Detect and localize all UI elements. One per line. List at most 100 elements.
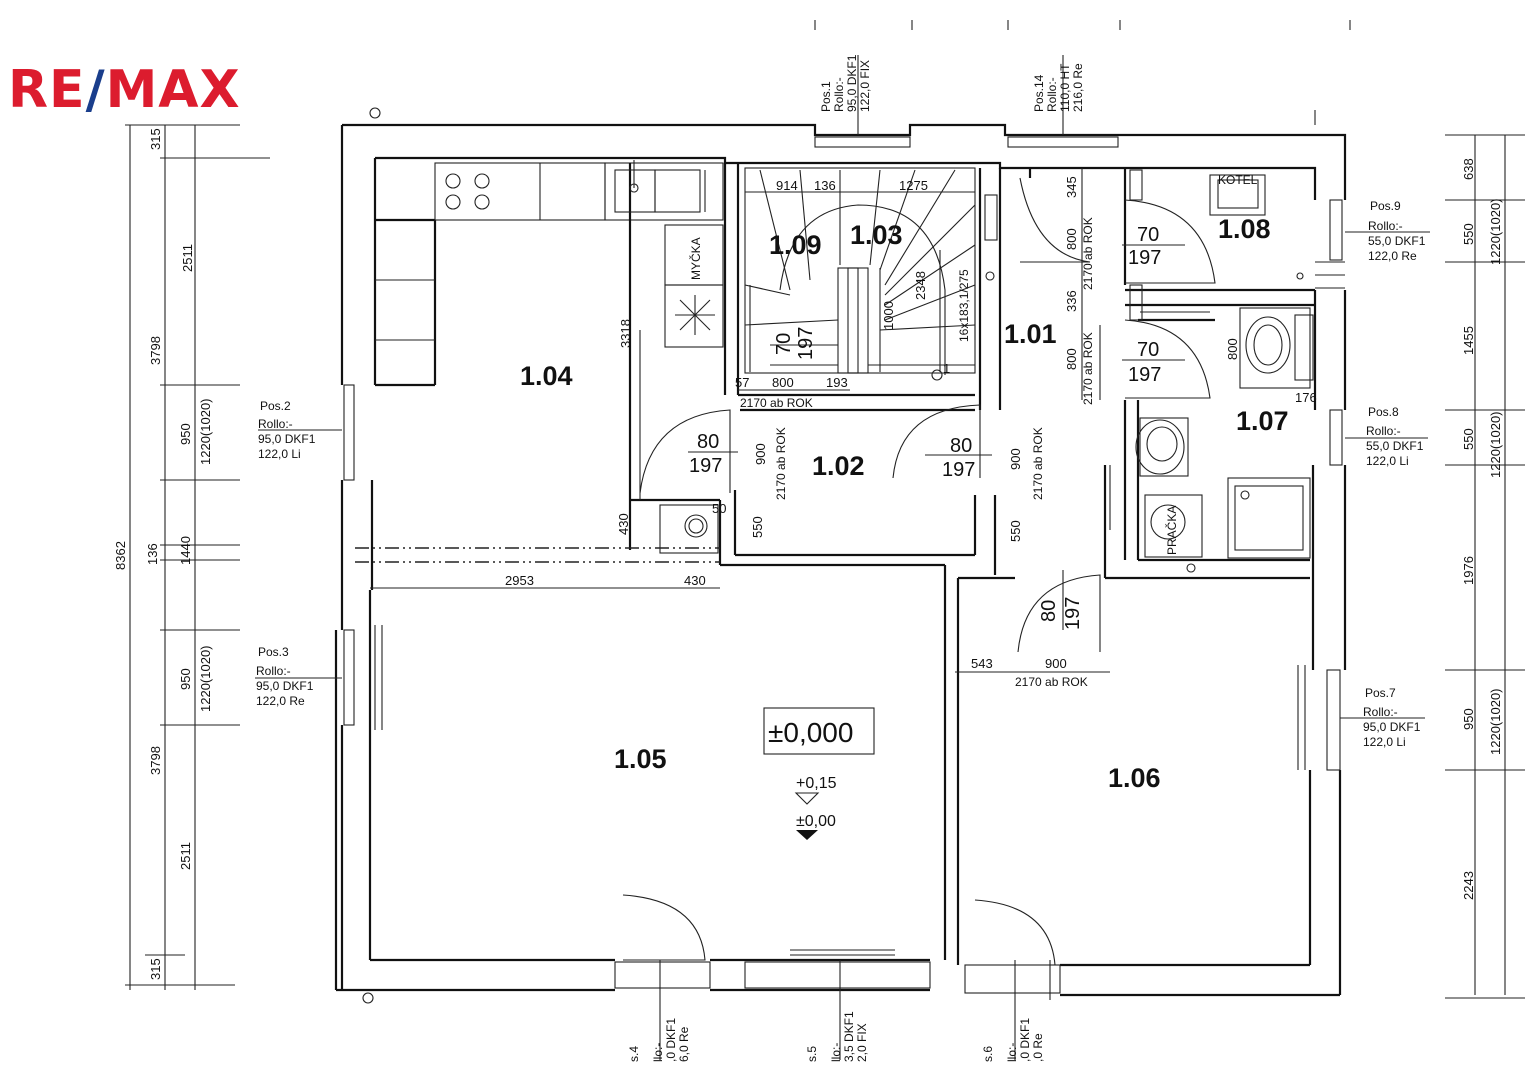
elevation-plus: +0,15 [796, 775, 837, 792]
dim-right: 2243 [1461, 871, 1476, 900]
window-pos7-name: Pos.7 [1365, 686, 1396, 700]
dim-inner: 543 [971, 656, 993, 671]
window-pos7-l1: 95,0 DKF1 [1363, 720, 1421, 734]
dim-right: 638 [1461, 158, 1476, 180]
window-pos2-name: Pos.2 [260, 399, 291, 413]
dim-inner: 900 [1045, 656, 1067, 671]
door-note: 2170 ab ROK [1081, 332, 1095, 405]
door-width: 80 [950, 435, 972, 457]
window-pos6-l1: ,0 DKF1 [1018, 1018, 1032, 1062]
kitchen-fixtures [375, 160, 719, 554]
room-label-1-05: 1.05 [614, 744, 667, 774]
dim-left: 1220(1020) [198, 646, 213, 713]
window-pos14-rollo: Rollo:- [1045, 77, 1059, 112]
left-dimensions: 315 2511 3798 950 1220(1020) 136 1440 95… [113, 128, 213, 980]
window-pos2-rollo: Rollo:- [258, 417, 293, 431]
window-pos4-l1: ,0 DKF1 [664, 1018, 678, 1062]
window-pos8-l1: 55,0 DKF1 [1366, 439, 1424, 453]
door-height: 197 [1128, 364, 1161, 386]
window-pos14-l1: 110,0 HT [1058, 63, 1072, 112]
room-label-1-04: 1.04 [520, 361, 573, 391]
window-pos8-name: Pos.8 [1368, 405, 1399, 419]
dim-right: 1220(1020) [1488, 199, 1503, 266]
dim-left: 950 [178, 668, 193, 690]
logo-max: MAX [105, 60, 241, 120]
door-height: 197 [1128, 247, 1161, 269]
room-label-1-07: 1.07 [1236, 406, 1289, 436]
dim-inner: 197 [795, 327, 817, 360]
dim-inner: 900 [1008, 448, 1023, 470]
dimension-lines [125, 20, 1525, 1060]
room-label-1-06: 1.06 [1108, 763, 1161, 793]
room-label-1-08: 1.08 [1218, 214, 1271, 244]
door-note: 2170 ab ROK [1081, 217, 1095, 290]
dim-inner: 336 [1064, 290, 1079, 312]
dim-left: 1220(1020) [198, 399, 213, 466]
dim-right: 950 [1461, 708, 1476, 730]
doors [622, 177, 1216, 966]
dim-left: 950 [178, 423, 193, 445]
window-pos1-l1: 95,0 DKF1 [845, 54, 859, 112]
outer-walls [334, 123, 1347, 997]
door-width: 80 [1038, 600, 1060, 622]
window-pos6-l2: ,0 Re [1031, 1033, 1045, 1062]
dim-inner: 50 [712, 501, 726, 516]
room-labels: 1.01 1.02 1.03 1.04 1.05 1.06 1.07 1.08 … [520, 214, 1289, 793]
door-height: 197 [942, 459, 975, 481]
room-label-1-02: 1.02 [812, 451, 865, 481]
dim-left: 315 [148, 128, 163, 150]
dim-inner: 345 [1064, 176, 1079, 198]
dim-inner: 136 [814, 178, 836, 193]
window-pos3-name: Pos.3 [258, 645, 289, 659]
room-label-1-01: 1.01 [1004, 319, 1057, 349]
window-pos6-name: s.6 [981, 1046, 995, 1062]
logo-slash: / [85, 60, 106, 120]
window-pos9-l1: 55,0 DKF1 [1368, 234, 1426, 248]
window-pos4-rollo: llo:- [651, 1043, 665, 1062]
boiler-label: KOTEL [1218, 173, 1258, 187]
window-labels: Pos.1 Rollo:- 95,0 DKF1 122,0 FIX Pos.14… [256, 54, 1426, 1062]
dim-inner: 800 [1064, 228, 1079, 250]
window-pos14-l2: 216,0 Re [1071, 63, 1085, 112]
window-pos7-rollo: Rollo:- [1363, 705, 1398, 719]
remax-logo: RE/MAX [8, 60, 241, 120]
window-pos9-l2: 122,0 Re [1368, 249, 1417, 263]
door-note: 2170 ab ROK [1015, 675, 1088, 689]
dim-inner: 430 [616, 513, 631, 535]
dishwasher-label: MYČKA [688, 237, 703, 280]
window-pos3-l1: 95,0 DKF1 [256, 679, 314, 693]
dim-inner: 57 [735, 375, 749, 390]
window-pos5-name: s.5 [805, 1046, 819, 1062]
dim-left: 136 [145, 543, 160, 565]
window-pos5-l2: 2,0 FIX [855, 1023, 869, 1062]
dim-inner: 2953 [505, 573, 534, 588]
window-pos5-rollo: llo:- [829, 1043, 843, 1062]
washer-label: PRAČKA [1164, 506, 1179, 555]
door-note: 2170 ab ROK [1031, 427, 1045, 500]
dim-inner: 1275 [899, 178, 928, 193]
dim-inner: 800 [1064, 348, 1079, 370]
dim-left: 1440 [178, 536, 193, 565]
dim-inner: 800 [1225, 338, 1240, 360]
dim-inner: 900 [753, 443, 768, 465]
window-pos8-rollo: Rollo:- [1366, 424, 1401, 438]
window-pos8-l2: 122,0 Li [1366, 454, 1409, 468]
interior-walls [375, 162, 1315, 965]
dim-right: 550 [1461, 223, 1476, 245]
dim-right: 1220(1020) [1488, 412, 1503, 479]
dim-inner: 550 [750, 516, 765, 538]
window-pos3-rollo: Rollo:- [256, 664, 291, 678]
elevation-marks: ±0,000 +0,15 ±0,00 [763, 707, 875, 840]
elevation-main: ±0,000 [768, 717, 853, 748]
dim-inner: 193 [826, 375, 848, 390]
window-pos3-l2: 122,0 Re [256, 694, 305, 708]
dim-left: 3798 [148, 336, 163, 365]
dim-left-total: 8362 [113, 541, 128, 570]
dim-right: 1220(1020) [1488, 689, 1503, 756]
elevation-zero: ±0,00 [796, 813, 836, 830]
dim-inner: 430 [684, 573, 706, 588]
window-pos1-l2: 122,0 FIX [858, 60, 872, 112]
bath-fixtures [1099, 174, 1345, 573]
window-pos9-name: Pos.9 [1370, 199, 1401, 213]
